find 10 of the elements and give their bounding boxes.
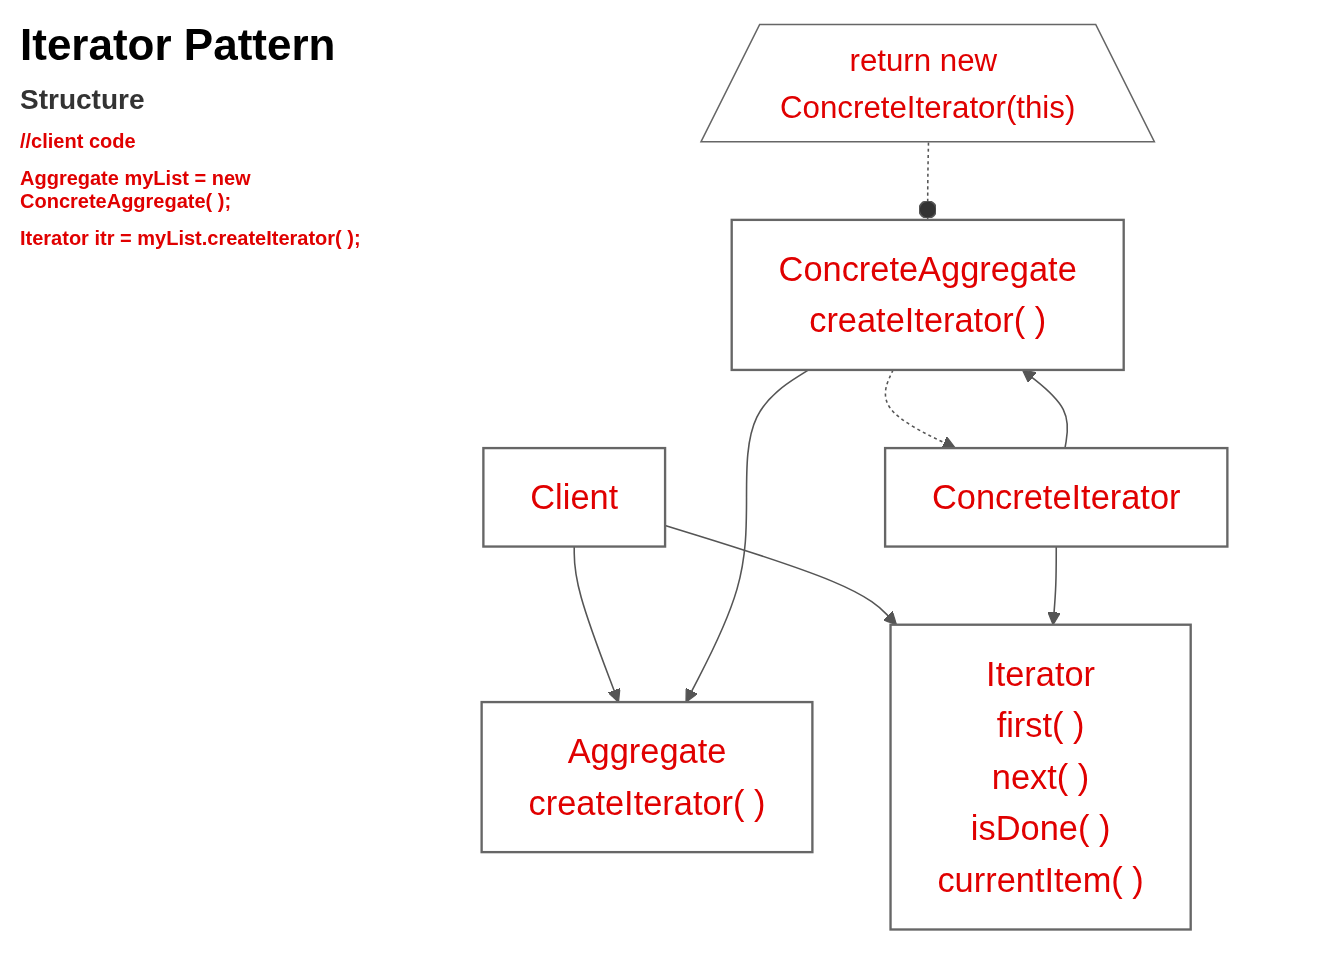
code-line: Aggregate myList = new ConcreteAggregate( ); (20, 167, 252, 213)
title: Iterator Pattern (20, 20, 337, 70)
node-box: ConcreteIterator (883, 446, 1229, 548)
subtitle: Structure (20, 84, 146, 116)
node-box: Client (482, 446, 667, 548)
code-line: Iterator itr = myList.createIterator( ); (20, 227, 362, 250)
node-box: Aggregate createIterator( ) (480, 700, 814, 853)
node-box: Iterator first( ) next( ) isDone( ) currentItem( ) (889, 623, 1192, 931)
node-box: ConcreteAggregate createIterator( ) (730, 218, 1125, 371)
code-line: //client code (20, 130, 137, 153)
